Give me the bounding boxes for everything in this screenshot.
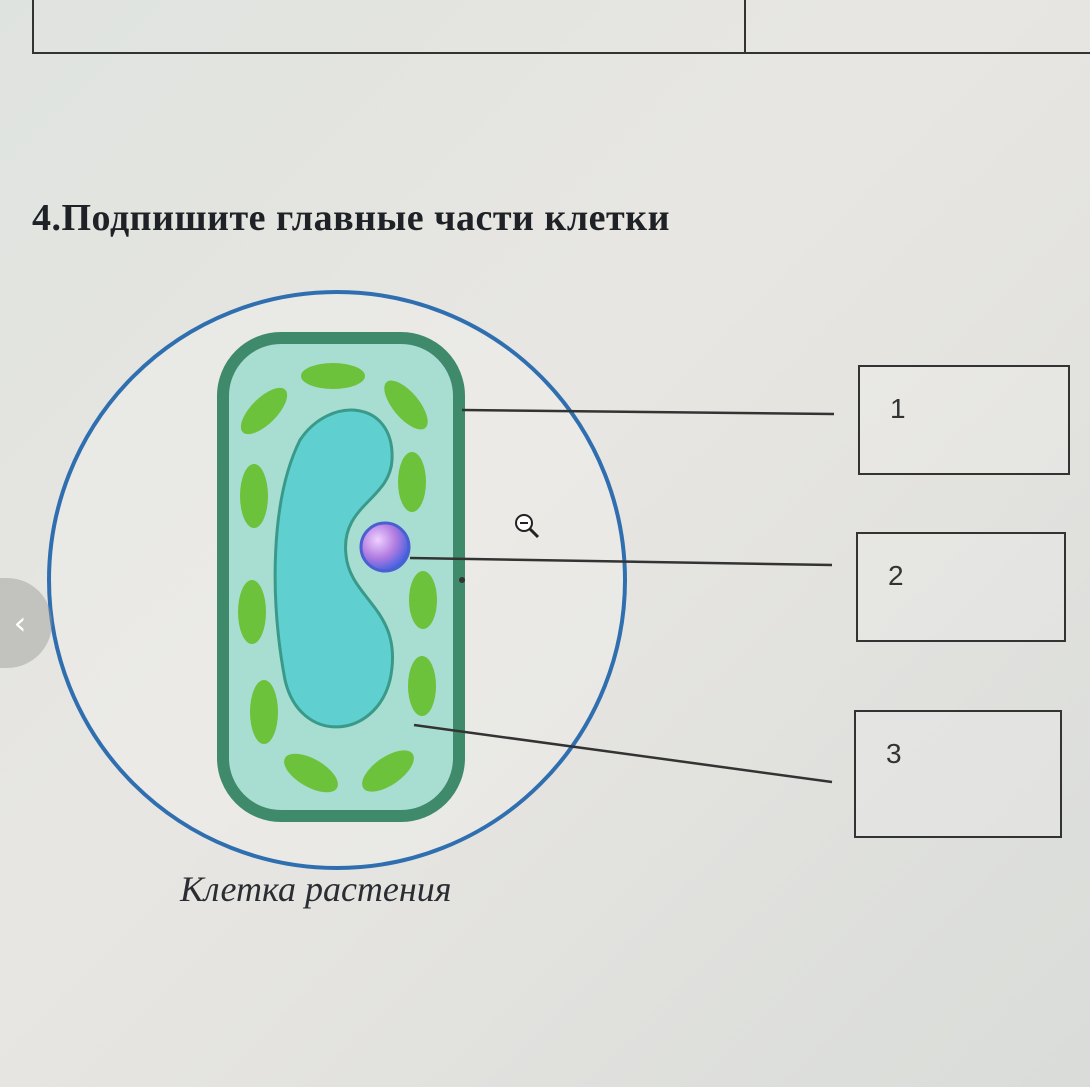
label-box-3[interactable]: 3	[854, 710, 1062, 838]
label-box-1[interactable]: 1	[858, 365, 1070, 475]
label-number-2: 2	[888, 560, 904, 592]
label-number-3: 3	[886, 738, 902, 770]
label-box-2[interactable]: 2	[856, 532, 1066, 642]
zoom-out-icon	[514, 513, 542, 541]
label-number-1: 1	[890, 393, 906, 425]
nucleus	[361, 523, 409, 571]
diagram-caption: Клетка растения	[180, 868, 452, 910]
